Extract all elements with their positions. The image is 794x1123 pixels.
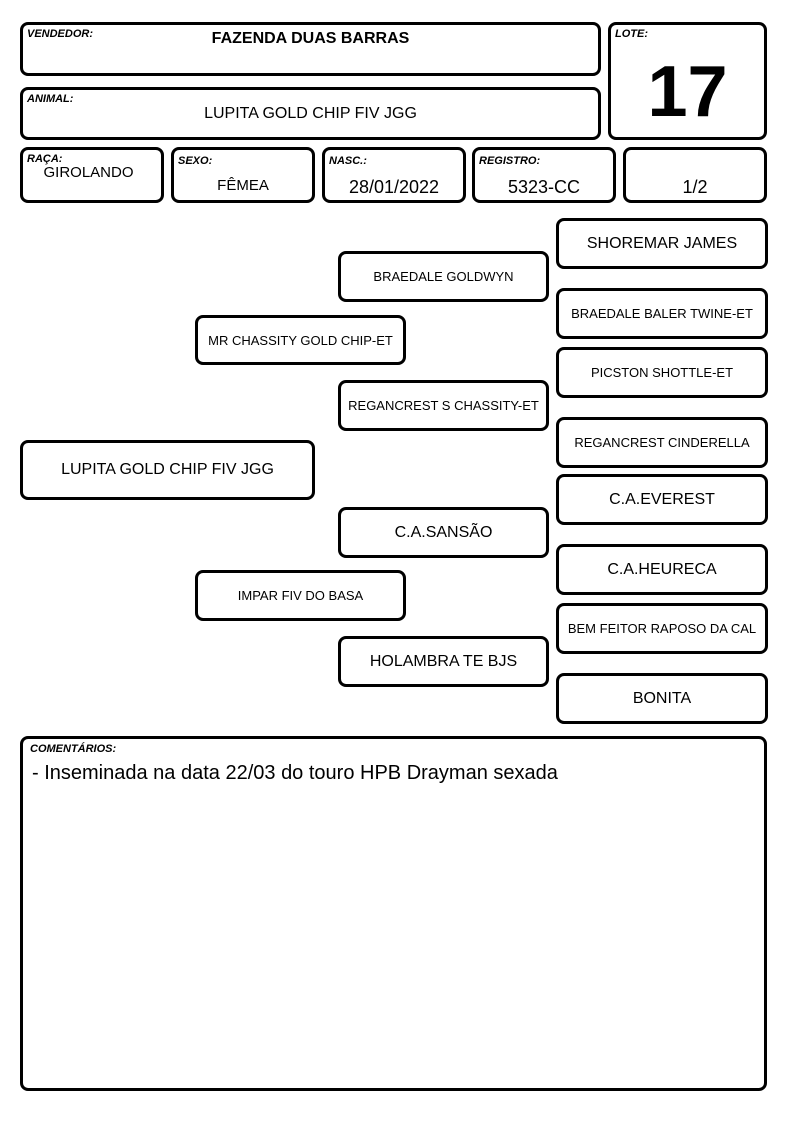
sex-box: SEXO: FÊMEA [171,147,315,203]
registry-box: REGISTRO: 5323-CC [472,147,616,203]
pedigree-sire-sire: BRAEDALE GOLDWYN [338,251,549,302]
pedigree-gen3-1: SHOREMAR JAMES [556,218,768,269]
grade-box: 1/2 [623,147,767,203]
pedigree-gen3-7: BEM FEITOR RAPOSO DA CAL [556,603,768,654]
pedigree-sire: MR CHASSITY GOLD CHIP-ET [195,315,406,365]
pedigree-animal: LUPITA GOLD CHIP FIV JGG [20,440,315,500]
registry-label: REGISTRO: [479,155,541,167]
pedigree-gen3-3: PICSTON SHOTTLE-ET [556,347,768,398]
breed-value: GIROLANDO [43,164,134,181]
pedigree-sire-dam: REGANCREST S CHASSITY-ET [338,380,549,431]
seller-box: VENDEDOR: FAZENDA DUAS BARRAS [20,22,601,76]
animal-name: LUPITA GOLD CHIP FIV JGG [204,105,417,122]
pedigree-gen3-5: C.A.EVEREST [556,474,768,525]
sex-value: FÊMEA [217,177,269,194]
pedigree-gen3-4: REGANCREST CINDERELLA [556,417,768,468]
breed-box: RAÇA: GIROLANDO [20,147,164,203]
birth-box: NASC.: 28/01/2022 [322,147,466,203]
animal-box: ANIMAL: LUPITA GOLD CHIP FIV JGG [20,87,601,140]
pedigree-gen3-2: BRAEDALE BALER TWINE-ET [556,288,768,339]
pedigree-dam-sire: C.A.SANSÃO [338,507,549,558]
birth-value: 28/01/2022 [348,177,440,197]
pedigree-dam: IMPAR FIV DO BASA [195,570,406,621]
registry-value: 5323-CC [507,177,581,197]
lot-label: LOTE: [615,28,648,40]
seller-label: VENDEDOR: [27,28,94,40]
comments-text: - Inseminada na data 22/03 do touro HPB … [32,762,558,784]
pedigree-gen3-8: BONITA [556,673,768,724]
animal-label: ANIMAL: [27,93,74,105]
comments-label: COMENTÁRIOS: [30,743,117,755]
sex-label: SEXO: [178,155,213,167]
breed-label: RAÇA: [27,153,63,165]
lot-number: 17 [647,52,728,132]
seller-value: FAZENDA DUAS BARRAS [211,30,410,47]
lot-box: LOTE: 17 [608,22,767,140]
birth-label: NASC.: [329,155,367,167]
comments-box: COMENTÁRIOS: - Inseminada na data 22/03 … [20,736,767,1091]
pedigree-dam-dam: HOLAMBRA TE BJS [338,636,549,687]
grade-value: 1/2 [682,177,708,197]
pedigree-gen3-6: C.A.HEURECA [556,544,768,595]
